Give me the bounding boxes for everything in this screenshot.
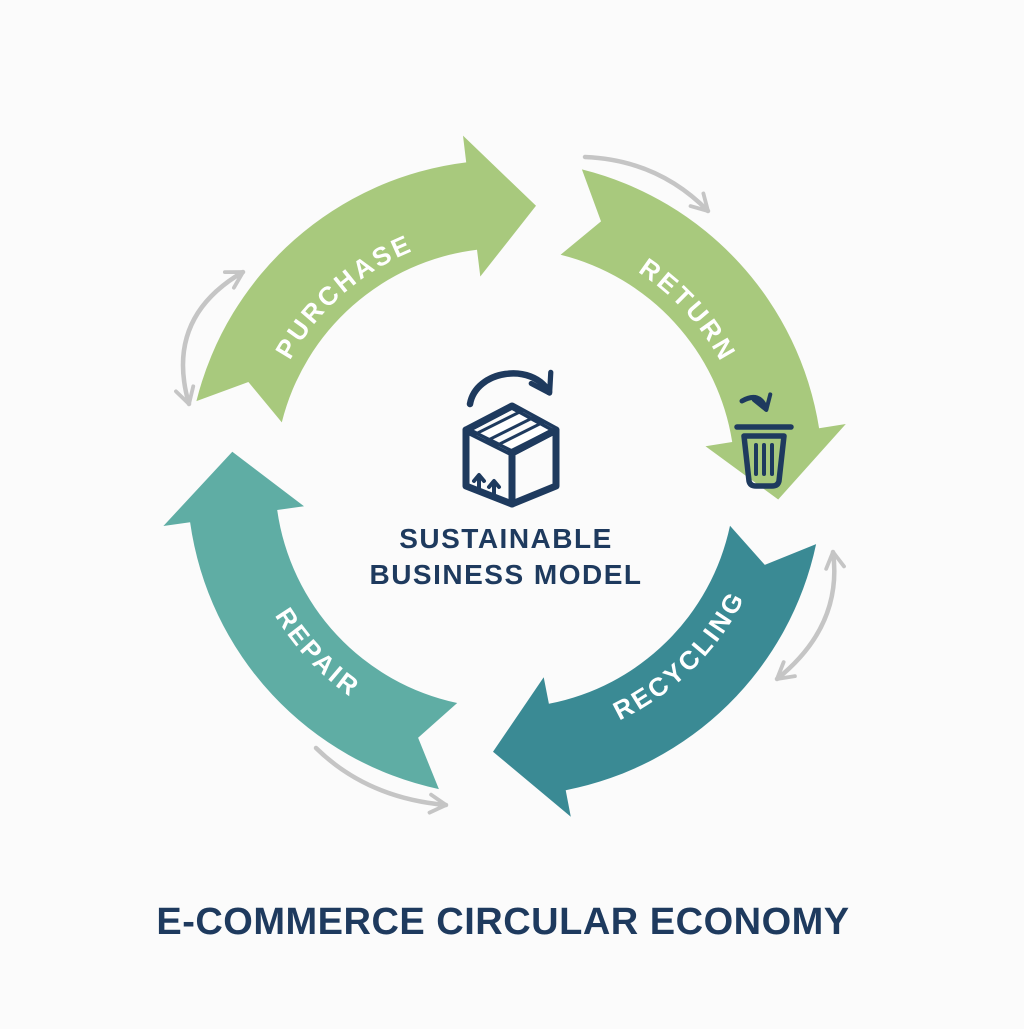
trash-bin-ribs bbox=[754, 443, 774, 476]
outer-right-double-arrow-icon bbox=[774, 549, 846, 682]
center-label-line2: BUSINESS MODEL bbox=[369, 559, 642, 590]
outer-bottom-arrow-icon bbox=[313, 745, 449, 815]
outer-left-double-arrow-icon bbox=[174, 269, 246, 407]
cycle-segment-repair-arrow bbox=[163, 451, 458, 790]
trash-bin-icon bbox=[734, 392, 794, 489]
package-box-icon bbox=[462, 369, 560, 508]
cycle-segment-return-arrow bbox=[560, 169, 846, 500]
cycle-segment-recycling-arrow bbox=[493, 525, 817, 817]
flow-hint-arrows bbox=[174, 154, 846, 815]
rotation-arrow-icon bbox=[466, 369, 554, 408]
trash-drop-arrow-icon bbox=[739, 392, 773, 412]
page-title: E-COMMERCE CIRCULAR ECONOMY bbox=[156, 901, 849, 943]
fragile-up-arrows-icon bbox=[472, 473, 501, 500]
center-label-line1: SUSTAINABLE bbox=[399, 523, 613, 554]
outer-top-right-arrow-icon bbox=[582, 154, 711, 214]
cycle-segment-purchase-arrow bbox=[196, 135, 536, 423]
